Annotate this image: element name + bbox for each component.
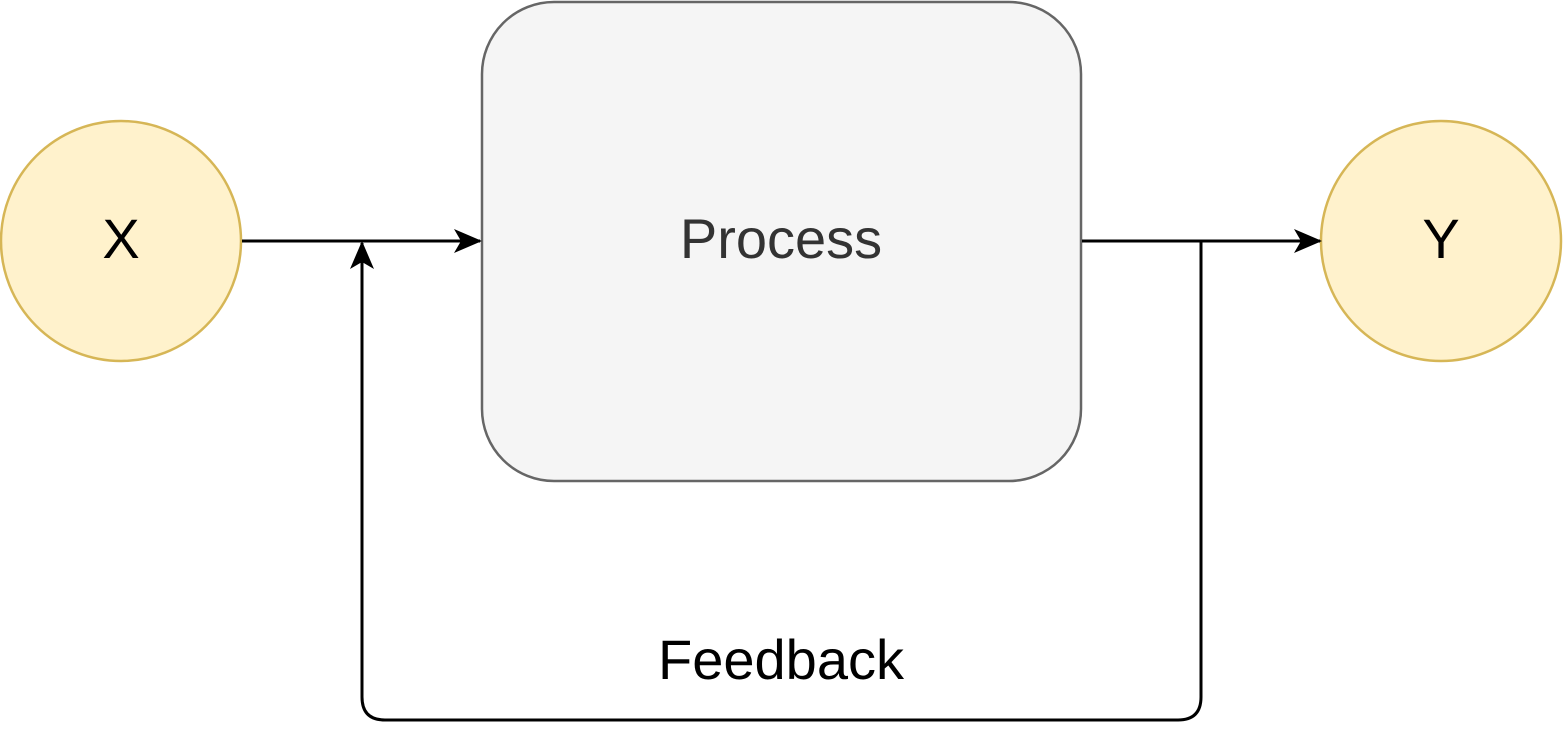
edge-feedback[interactable] [350,241,1203,722]
input-node-label: X [102,207,139,270]
process-node-box [480,0,1083,483]
output-node-label: Y [1422,207,1459,270]
process-node[interactable]: Process [480,0,1083,483]
input-node-x[interactable]: X [0,119,243,363]
input-node-circle [0,119,243,363]
process-node-label: Process [680,207,882,270]
feedback-label: Feedback [658,628,905,691]
output-node-y[interactable]: Y [1319,119,1563,363]
